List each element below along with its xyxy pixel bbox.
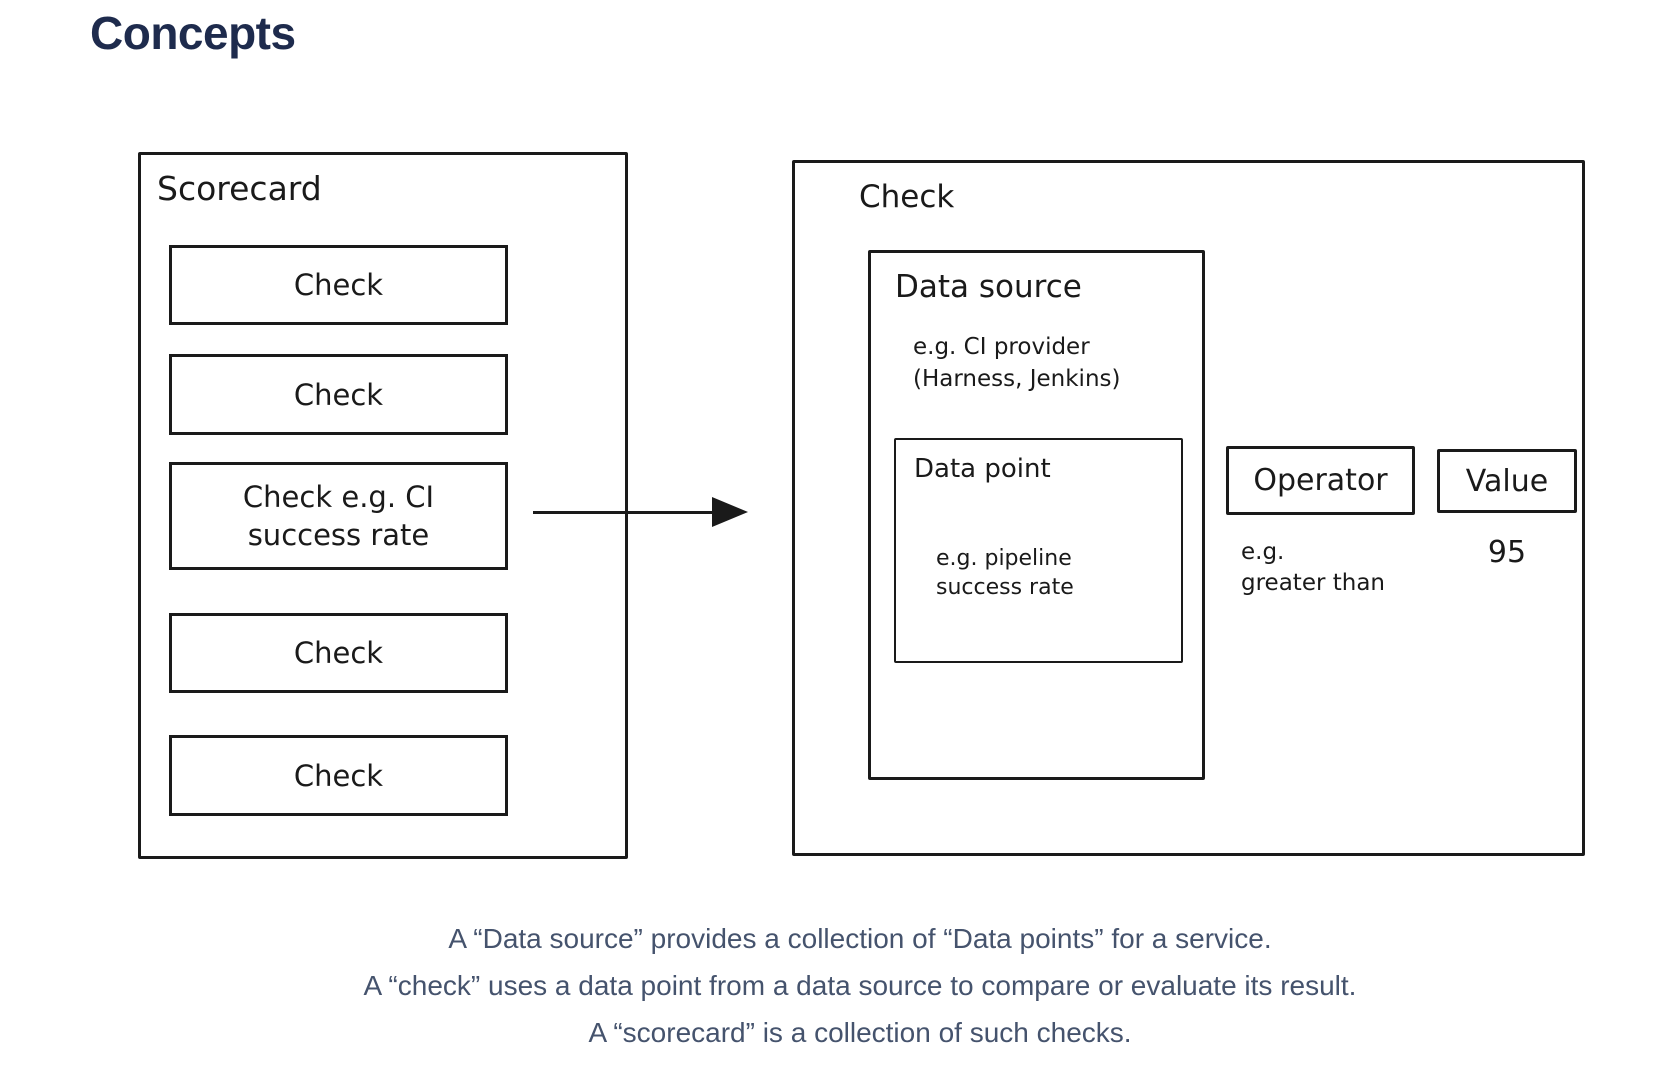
data-source-label: Data source — [895, 269, 1082, 305]
scorecard-check-4: Check — [169, 613, 508, 693]
description-line-3: A “scorecard” is a collection of such ch… — [588, 1017, 1132, 1048]
data-source-example: e.g. CI provider (Harness, Jenkins) — [913, 334, 1121, 392]
check-detail-box: Check Data source e.g. CI provider (Harn… — [792, 160, 1585, 856]
check-detail-label: Check — [859, 179, 955, 215]
arrow-line — [533, 511, 715, 514]
scorecard-check-3: Check e.g. CI success rate — [169, 462, 508, 570]
scorecard-box: Scorecard Check Check Check e.g. CI succ… — [138, 152, 628, 859]
description-text: A “Data source” provides a collection of… — [160, 915, 1560, 1056]
data-point-example: e.g. pipeline success rate — [936, 546, 1074, 600]
arrow-right-icon — [712, 497, 748, 527]
page-title: Concepts — [90, 7, 296, 59]
scorecard-check-5: Check — [169, 735, 508, 816]
scorecard-check-1: Check — [169, 245, 508, 325]
description-line-1: A “Data source” provides a collection of… — [448, 923, 1272, 954]
data-source-box: Data source e.g. CI provider (Harness, J… — [868, 250, 1205, 780]
value-example: 95 — [1487, 535, 1527, 570]
operator-box: Operator — [1226, 446, 1415, 515]
scorecard-check-2: Check — [169, 354, 508, 435]
data-point-box: Data point e.g. pipeline success rate — [894, 438, 1183, 663]
scorecard-label: Scorecard — [157, 169, 322, 208]
description-line-2: A “check” uses a data point from a data … — [363, 970, 1357, 1001]
operator-example: e.g. greater than — [1241, 539, 1385, 596]
data-point-label: Data point — [914, 454, 1051, 484]
value-box: Value — [1437, 449, 1577, 513]
